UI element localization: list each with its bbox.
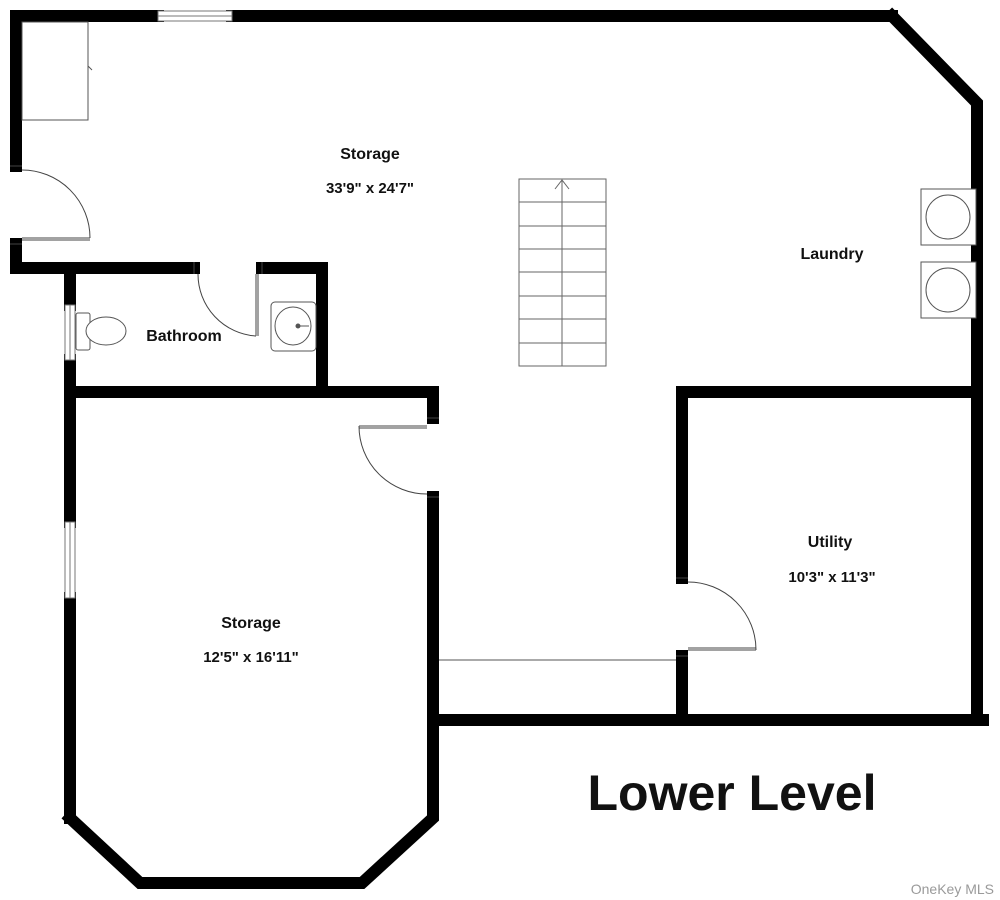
wall-lower-storage-bottom	[61, 707, 439, 889]
room-dims-utility: 10'3" x 11'3"	[788, 569, 875, 586]
room-name-laundry: Laundry	[800, 246, 863, 263]
wall-east	[883, 7, 983, 398]
door-lower-storage	[358, 417, 439, 498]
wall-bathroom-storage	[64, 386, 439, 719]
door-utility	[676, 577, 757, 657]
room-labels: Storage 33'9" x 24'7" Laundry Bathroom U…	[146, 146, 875, 666]
room-name-utility: Utility	[808, 534, 853, 551]
walls	[10, 7, 989, 889]
room-dims-storage-main: 33'9" x 24'7"	[326, 180, 414, 197]
laundry-appliances	[920, 188, 977, 319]
bathroom-fixtures	[75, 301, 317, 352]
dryer	[920, 261, 977, 319]
wall-utility	[676, 386, 983, 726]
staircase	[518, 178, 607, 367]
washer	[920, 188, 977, 246]
doors	[10, 165, 757, 657]
room-name-storage-main: Storage	[340, 146, 400, 163]
toilet	[75, 312, 127, 351]
fixtures	[21, 21, 676, 661]
closet	[21, 21, 89, 121]
door-bathroom	[193, 262, 263, 337]
room-name-storage-lower: Storage	[221, 615, 281, 632]
room-dims-storage-lower: 12'5" x 16'11"	[203, 649, 299, 666]
credit-watermark: OneKey MLS	[911, 881, 994, 897]
door-west-entry	[10, 165, 91, 245]
wall-storage-bathroom	[10, 262, 328, 398]
room-name-bathroom: Bathroom	[146, 328, 222, 345]
sink	[270, 301, 317, 352]
plan-title: Lower Level	[588, 765, 877, 821]
windows	[64, 10, 233, 599]
